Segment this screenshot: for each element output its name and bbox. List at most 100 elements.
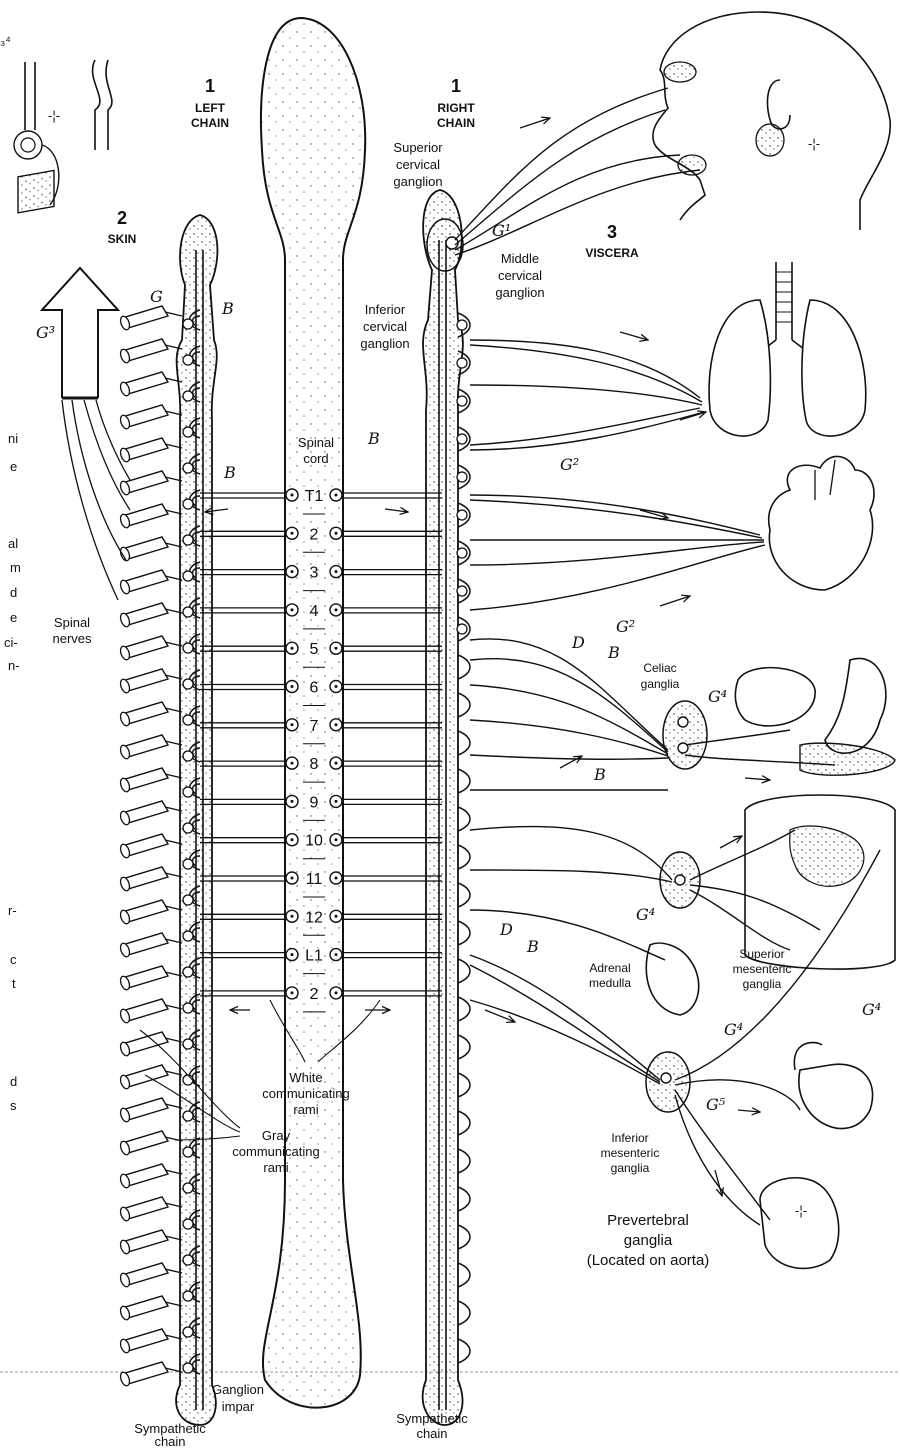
skin-arrow	[42, 268, 130, 600]
right-chain-ganglion	[458, 769, 470, 793]
svg-text:cervical: cervical	[396, 157, 440, 172]
svg-text:rami: rami	[293, 1102, 318, 1117]
svg-text:ci-: ci-	[4, 635, 18, 650]
segment-label: 3	[310, 565, 319, 582]
svg-text:r-: r-	[8, 903, 17, 918]
svg-text:1: 1	[451, 76, 461, 96]
svg-text:Inferior: Inferior	[365, 302, 406, 317]
left-chain-label-2: CHAIN	[191, 116, 229, 130]
head-illustration: -¦-	[653, 12, 890, 230]
right-chain-label-2: CHAIN	[437, 116, 475, 130]
spinal-nerve-stump	[119, 570, 182, 595]
mark-g2-lower: G²	[616, 617, 635, 636]
prevertebral-ganglia-label: Prevertebral ganglia (Located on aorta)	[587, 1212, 710, 1269]
mark-b-upper: B	[607, 643, 620, 662]
spinal-nerve-stump	[119, 1362, 182, 1387]
right-sympathetic-chain	[423, 190, 463, 1425]
svg-text:Middle: Middle	[501, 251, 539, 266]
svg-text:(Located on aorta): (Located on aorta)	[587, 1252, 710, 1269]
spinal-nerve-stump	[119, 966, 182, 991]
spinal-nerve-stump	[119, 735, 182, 760]
mark-g1: G¹	[492, 221, 511, 240]
spinal-nerve-stump	[119, 999, 182, 1024]
right-chain-ganglion	[458, 731, 470, 755]
mark-g2-upper: G²	[560, 455, 579, 474]
svg-text:ganglion: ganglion	[393, 174, 442, 189]
right-chain-label-1: RIGHT	[437, 101, 475, 115]
spinal-nerve-stump	[119, 867, 182, 892]
segment-label: L1	[305, 948, 323, 965]
mark-b-mid: B	[593, 765, 606, 784]
right-chain-ganglion	[458, 807, 470, 831]
spinal-nerves-label: Spinal nerves	[52, 615, 92, 646]
svg-text:cervical: cervical	[363, 319, 407, 334]
right-chain-ganglion	[458, 1301, 470, 1325]
segment-label: 5	[310, 641, 319, 658]
mark-g4-right: G⁴	[862, 1000, 881, 1019]
viscera-header: 3 VISCERA	[585, 222, 639, 260]
mark-d-lower: D	[499, 920, 513, 939]
spinal-cord	[261, 18, 365, 1408]
svg-text:c: c	[10, 952, 17, 967]
svg-text:ganglion: ganglion	[360, 336, 409, 351]
superior-cervical-ganglion	[427, 219, 463, 271]
mark-g5: G⁵	[706, 1095, 726, 1114]
svg-text:ganglia: ganglia	[624, 1232, 673, 1249]
right-chain-ganglion	[458, 655, 470, 679]
svg-text:ni: ni	[8, 431, 18, 446]
svg-text:White: White	[289, 1070, 322, 1085]
segment-label: 10	[305, 833, 323, 850]
middle-cervical-ganglion-label: Middle cervical ganglion	[495, 251, 544, 300]
svg-text:d: d	[10, 585, 17, 600]
spinal-nerve-stump	[119, 306, 182, 331]
svg-text:3: 3	[607, 222, 617, 242]
mark-g-skin: G	[150, 287, 163, 306]
svg-text:-¦-: -¦-	[808, 136, 820, 151]
spinal-nerve-stumps	[119, 306, 182, 1387]
spinal-nerve-stump	[119, 768, 182, 793]
corner-illustration: -¦-	[14, 60, 112, 213]
right-chain-ganglion	[458, 1035, 470, 1059]
svg-text:Ganglion: Ganglion	[212, 1382, 264, 1397]
spinal-nerve-stump	[119, 636, 182, 661]
svg-text:communicating: communicating	[262, 1086, 349, 1101]
spinal-nerve-stump	[119, 669, 182, 694]
svg-text:Adrenal: Adrenal	[589, 961, 630, 975]
right-chain-ganglion	[457, 541, 470, 565]
right-chain-header: 1 RIGHT CHAIN	[437, 76, 475, 130]
frag-g4-corner: ₃⁴	[0, 33, 11, 48]
right-chain-ganglion	[457, 617, 470, 641]
svg-text:VISCERA: VISCERA	[585, 246, 639, 260]
spinal-nerve-stump	[119, 339, 182, 364]
segment-label: 2	[310, 986, 319, 1003]
right-chain-ganglion	[457, 465, 470, 489]
left-chain-header: 1 LEFT CHAIN	[191, 76, 229, 130]
sympathetic-chain-left-label: Sympathetic chain	[134, 1421, 206, 1448]
svg-text:1: 1	[205, 76, 215, 96]
svg-text:al: al	[8, 536, 18, 551]
spinal-nerve-stump	[119, 702, 182, 727]
right-chain-ganglion	[458, 845, 470, 869]
mark-g3: G³	[36, 323, 55, 342]
segment-label: 2	[310, 526, 319, 543]
spinal-nerve-stump	[119, 603, 182, 628]
spinal-nerve-stump	[119, 537, 182, 562]
skin-header: 2 SKIN	[108, 208, 137, 246]
right-chain-ganglion	[458, 1111, 470, 1135]
svg-text:ganglia: ganglia	[641, 677, 680, 691]
inferior-cervical-ganglion-label: Inferior cervical ganglion	[360, 302, 409, 351]
svg-text:cervical: cervical	[498, 268, 542, 283]
svg-text:e: e	[10, 459, 17, 474]
svg-text:Sympathetic: Sympathetic	[396, 1411, 468, 1426]
superior-cervical-ganglion-label: Superior cervical ganglion	[393, 140, 443, 189]
svg-text:-¦-: -¦-	[48, 108, 60, 123]
svg-text:2: 2	[117, 208, 127, 228]
mark-g4-lower: G⁴	[724, 1020, 743, 1039]
svg-text:chain: chain	[416, 1426, 447, 1441]
svg-text:e: e	[10, 610, 17, 625]
spinal-nerve-stump	[119, 471, 182, 496]
spinal-nerve-stump	[119, 372, 182, 397]
right-chain-ganglion	[457, 503, 470, 527]
svg-text:m: m	[10, 560, 21, 575]
